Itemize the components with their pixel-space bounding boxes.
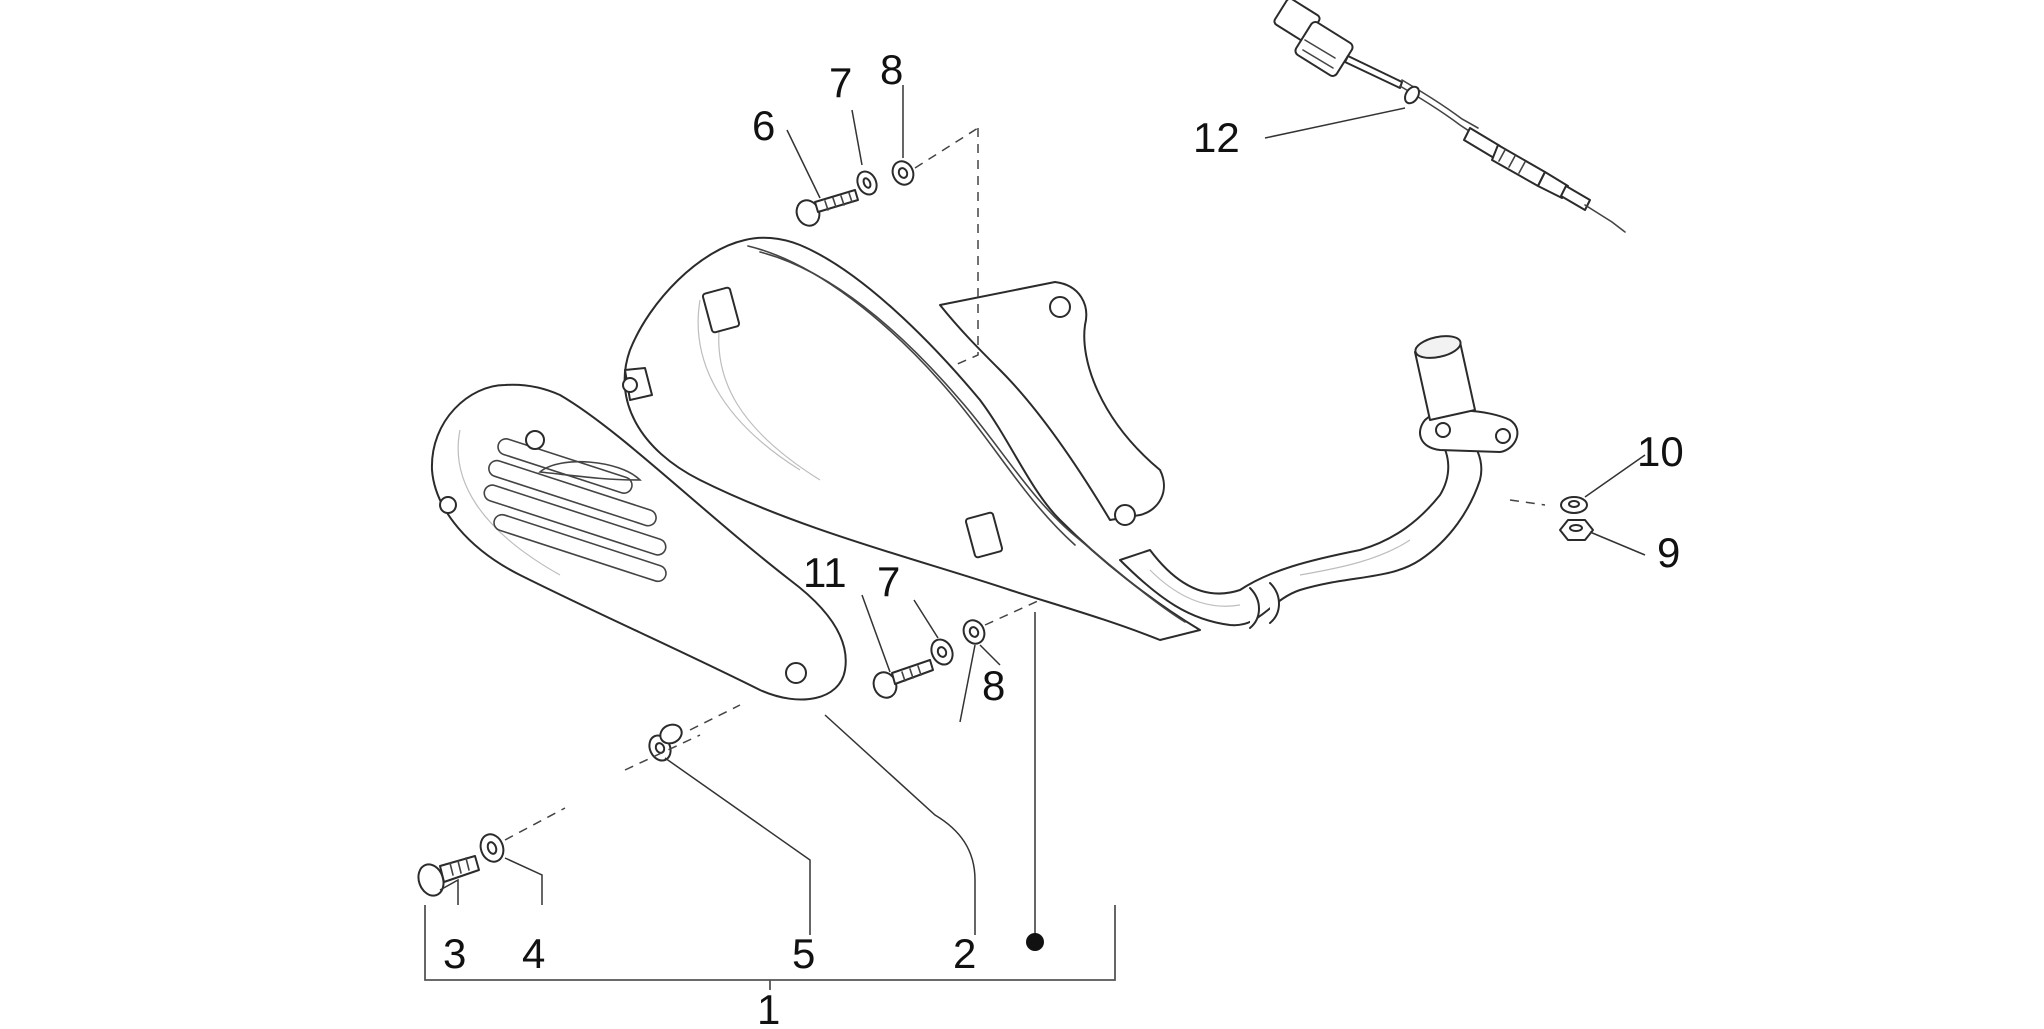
- lambda-sensor-icon: [1273, 0, 1626, 233]
- muffler-body-icon: [622, 236, 1201, 641]
- nut-icon: [1559, 519, 1594, 541]
- callout-2: 2: [953, 930, 976, 977]
- leader-lines: [439, 85, 1646, 940]
- callout-3: 3: [443, 930, 466, 977]
- callout-4: 4: [522, 930, 545, 977]
- bush-icon: [648, 723, 683, 762]
- washer-icon: [930, 638, 954, 666]
- callout-9: 9: [1657, 529, 1680, 576]
- callout-1: 1: [757, 986, 780, 1029]
- callout-6: 6: [752, 102, 775, 149]
- washer-icon: [479, 833, 505, 863]
- muffler-reference-dot: [1026, 933, 1044, 951]
- washer-icon: [1560, 496, 1588, 514]
- assembly-dashed-lines: [504, 127, 1546, 841]
- washer-icon: [856, 170, 878, 196]
- heat-shield-icon: [430, 383, 847, 701]
- callout-8-mid: 8: [982, 662, 1005, 709]
- callout-12: 12: [1193, 114, 1240, 161]
- callout-10: 10: [1637, 428, 1684, 475]
- assembly-bracket: [424, 905, 1116, 990]
- callout-labels: 1 2 3 4 5 6 7 8 7 8 9 10 11 12: [443, 46, 1684, 1029]
- screw-icon: [417, 855, 480, 897]
- screw-icon: [872, 659, 934, 699]
- callout-8-top: 8: [880, 46, 903, 93]
- washer-icon: [962, 619, 986, 645]
- exhaust-pipe-icon: [1119, 335, 1519, 629]
- callout-7-top: 7: [829, 59, 852, 106]
- washer-icon: [891, 160, 915, 186]
- callout-5: 5: [792, 930, 815, 977]
- callout-11: 11: [803, 549, 847, 596]
- screw-icon: [795, 189, 859, 227]
- callout-7-mid: 7: [877, 558, 900, 605]
